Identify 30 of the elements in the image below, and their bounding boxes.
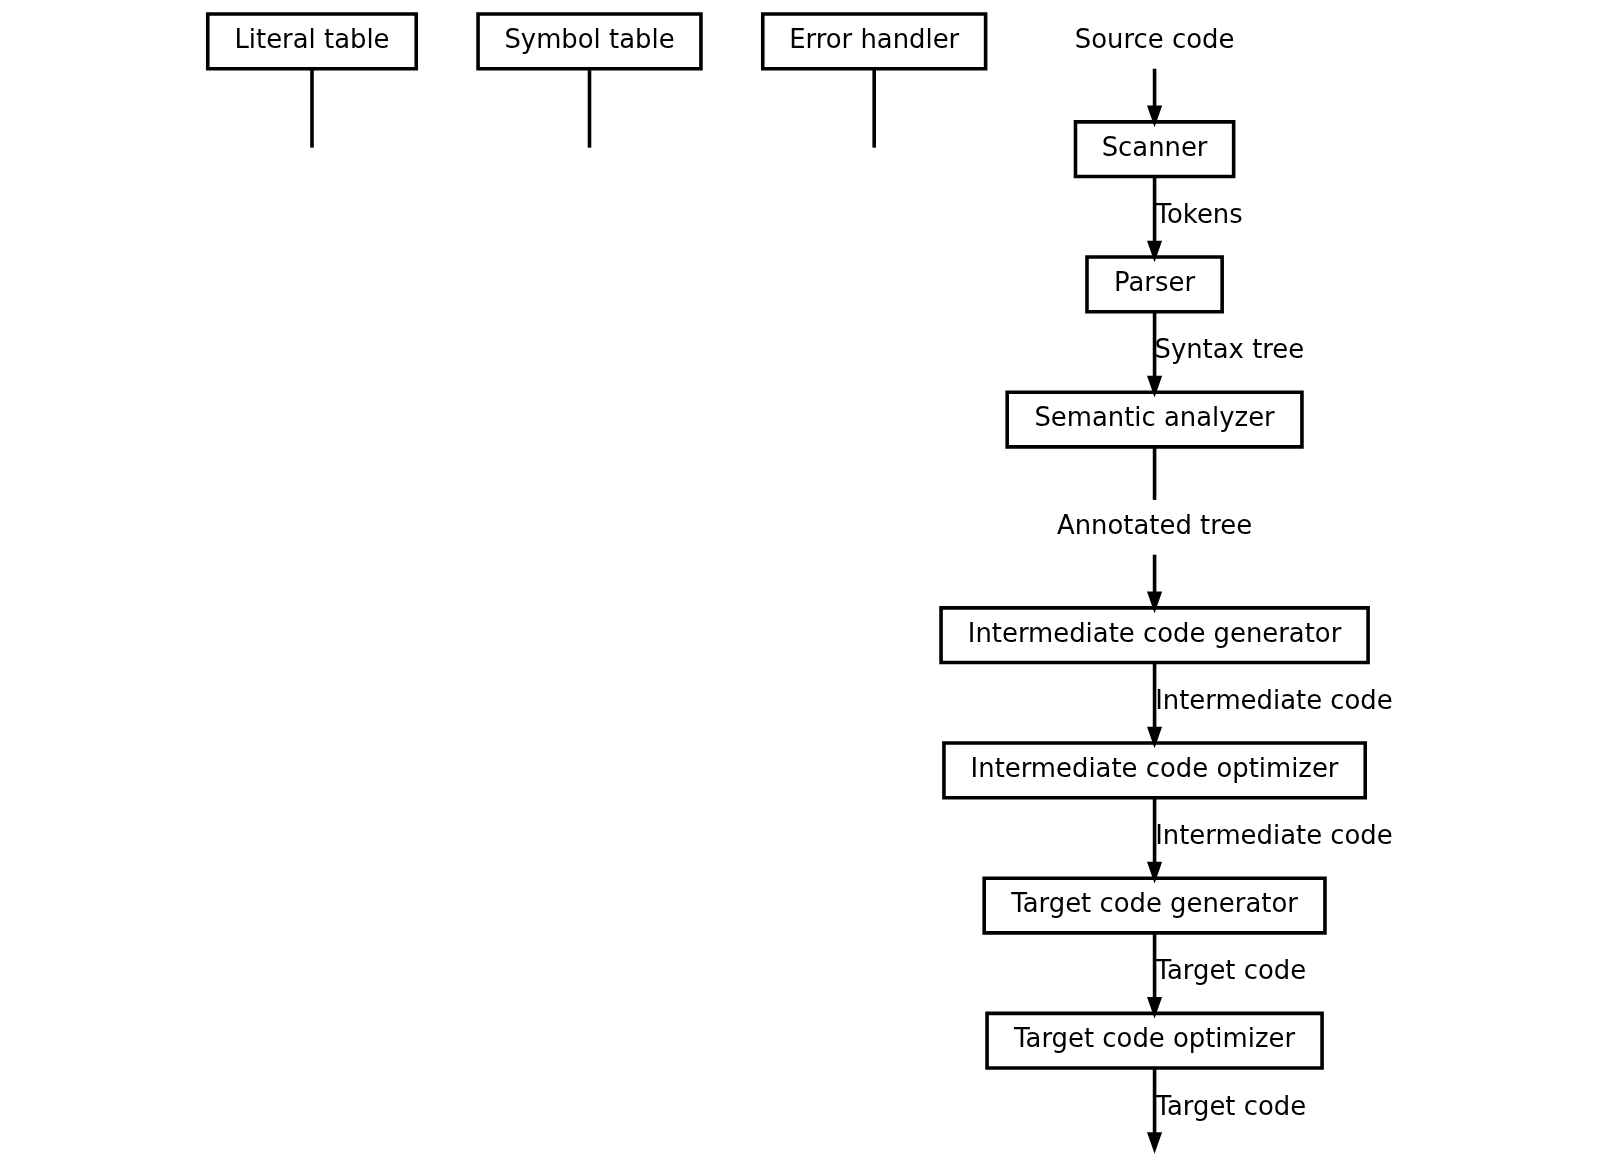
node-box: Target code optimizer (984, 1011, 1324, 1070)
arrow (1146, 176, 1162, 263)
connector (587, 68, 591, 148)
node-text: Source code (1074, 23, 1234, 54)
edge-label: Tokens (1155, 199, 1243, 230)
node-box: Intermediate code optimizer (941, 741, 1367, 800)
edge-label: Target code (1154, 1090, 1306, 1121)
node-box: Target code generator (981, 876, 1327, 935)
node-box: Symbol table (475, 12, 703, 71)
arrow (1146, 311, 1162, 398)
arrow (1146, 662, 1162, 749)
edge-label: Target code (1154, 955, 1306, 986)
connector (1152, 446, 1156, 500)
arrow (1146, 1068, 1162, 1154)
connector (309, 68, 314, 148)
edge-label: Intermediate code (1154, 685, 1393, 716)
node-box: Intermediate code generator (938, 606, 1370, 665)
node-box: Scanner (1073, 120, 1235, 179)
node-box: Literal table (205, 12, 418, 71)
edge-label: Syntax tree (1153, 334, 1304, 365)
node-box: Error handler (760, 12, 987, 71)
node-text: Annotated tree (1056, 509, 1252, 540)
arrow (1146, 797, 1162, 884)
arrow (1146, 933, 1162, 1019)
edge-label: Intermediate code (1154, 820, 1393, 851)
node-box: Semantic analyzer (1004, 390, 1304, 449)
arrow (1146, 554, 1162, 614)
connector (871, 68, 876, 148)
arrow (1146, 68, 1162, 128)
node-box: Parser (1084, 255, 1224, 314)
